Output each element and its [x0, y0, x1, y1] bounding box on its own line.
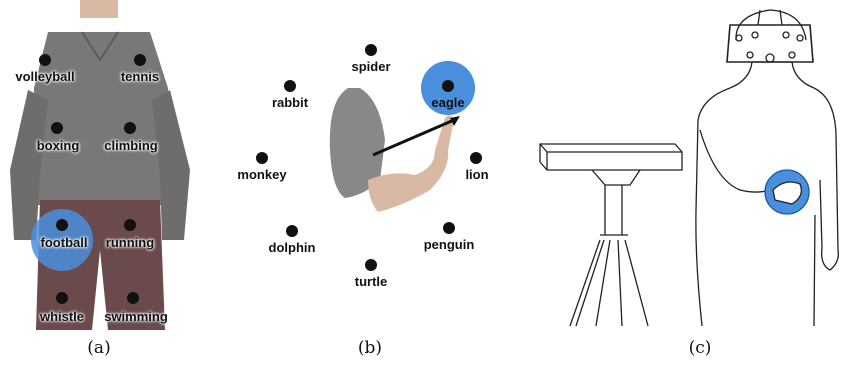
- neck: [80, 0, 118, 18]
- pointer-tip: [450, 116, 460, 126]
- label-eagle: eagle: [431, 95, 465, 110]
- body-right-outline: [791, 61, 839, 271]
- tripod-pole: [604, 185, 623, 235]
- lion-dot[interactable]: [470, 152, 482, 164]
- hmd-sensor-4: [796, 34, 804, 42]
- turtle-dot[interactable]: [365, 259, 377, 271]
- eagle-dot[interactable]: [442, 80, 454, 92]
- controller-hand: [772, 181, 803, 205]
- whistle-dot[interactable]: [56, 292, 68, 304]
- volleyball-dot[interactable]: [39, 54, 51, 66]
- shirt: [34, 32, 170, 205]
- hmd-sensor-1: [735, 34, 743, 42]
- hmd-sensor-5: [746, 51, 754, 59]
- football-highlight[interactable]: [31, 209, 93, 271]
- hand: [368, 115, 454, 212]
- sensor-mount: [591, 169, 641, 186]
- football-dot[interactable]: [56, 219, 68, 231]
- hmd-sensor-3: [782, 31, 790, 39]
- label-climbing: climbing: [104, 138, 158, 153]
- label-whistle: whistle: [39, 309, 85, 324]
- tripod-legs: [569, 234, 649, 327]
- label-running: running: [105, 235, 155, 250]
- tennis-dot[interactable]: [134, 54, 146, 66]
- label-spider: spider: [351, 59, 391, 74]
- hmd-sensor-2: [751, 31, 759, 39]
- caption-c: (c): [688, 338, 712, 358]
- penguin-dot[interactable]: [443, 222, 455, 234]
- caption-b: (b): [357, 338, 383, 358]
- panel-b-figure: [256, 44, 482, 271]
- spider-dot[interactable]: [365, 44, 377, 56]
- label-penguin: penguin: [423, 237, 475, 252]
- label-rabbit: rabbit: [271, 95, 309, 110]
- climbing-dot[interactable]: [124, 122, 136, 134]
- dolphin-dot[interactable]: [286, 225, 298, 237]
- label-monkey: monkey: [237, 167, 287, 182]
- left-arm: [10, 90, 48, 240]
- rabbit-dot[interactable]: [284, 80, 296, 92]
- panel-c-figure: [539, 9, 839, 327]
- monkey-dot[interactable]: [256, 152, 268, 164]
- running-dot[interactable]: [124, 219, 136, 231]
- body-left-outline: [695, 61, 753, 327]
- collar: [81, 31, 119, 62]
- caption-a: (a): [87, 338, 111, 358]
- label-volleyball: volleyball: [15, 69, 75, 84]
- sensor-bar: [539, 143, 683, 171]
- sensor-bar-edge: [539, 143, 682, 170]
- label-tennis: tennis: [120, 69, 160, 84]
- swimming-dot[interactable]: [127, 292, 139, 304]
- label-dolphin: dolphin: [268, 240, 316, 255]
- right-arm: [152, 90, 190, 240]
- hmd-sensor-7: [765, 53, 775, 63]
- label-boxing: boxing: [36, 138, 80, 153]
- hmd-sensor-6: [788, 51, 796, 59]
- panel-b: spider eagle rabbit monkey lion dolphin …: [220, 0, 520, 335]
- label-football: football: [40, 235, 88, 250]
- panel-c: [530, 0, 847, 335]
- arm-outline: [699, 129, 776, 193]
- head-top: [735, 9, 807, 41]
- label-lion: lion: [465, 167, 489, 182]
- body-right-lower: [813, 214, 816, 327]
- panel-a-figure: [10, 0, 190, 330]
- panel-a: volleyball tennis boxing climbing footba…: [0, 0, 200, 335]
- label-turtle: turtle: [354, 274, 388, 289]
- hmd-strap: [757, 9, 783, 26]
- sleeve: [329, 88, 385, 198]
- label-swimming: swimming: [104, 309, 168, 324]
- hmd-visor: [726, 24, 814, 63]
- pointer-ray: [372, 118, 455, 157]
- boxing-dot[interactable]: [51, 122, 63, 134]
